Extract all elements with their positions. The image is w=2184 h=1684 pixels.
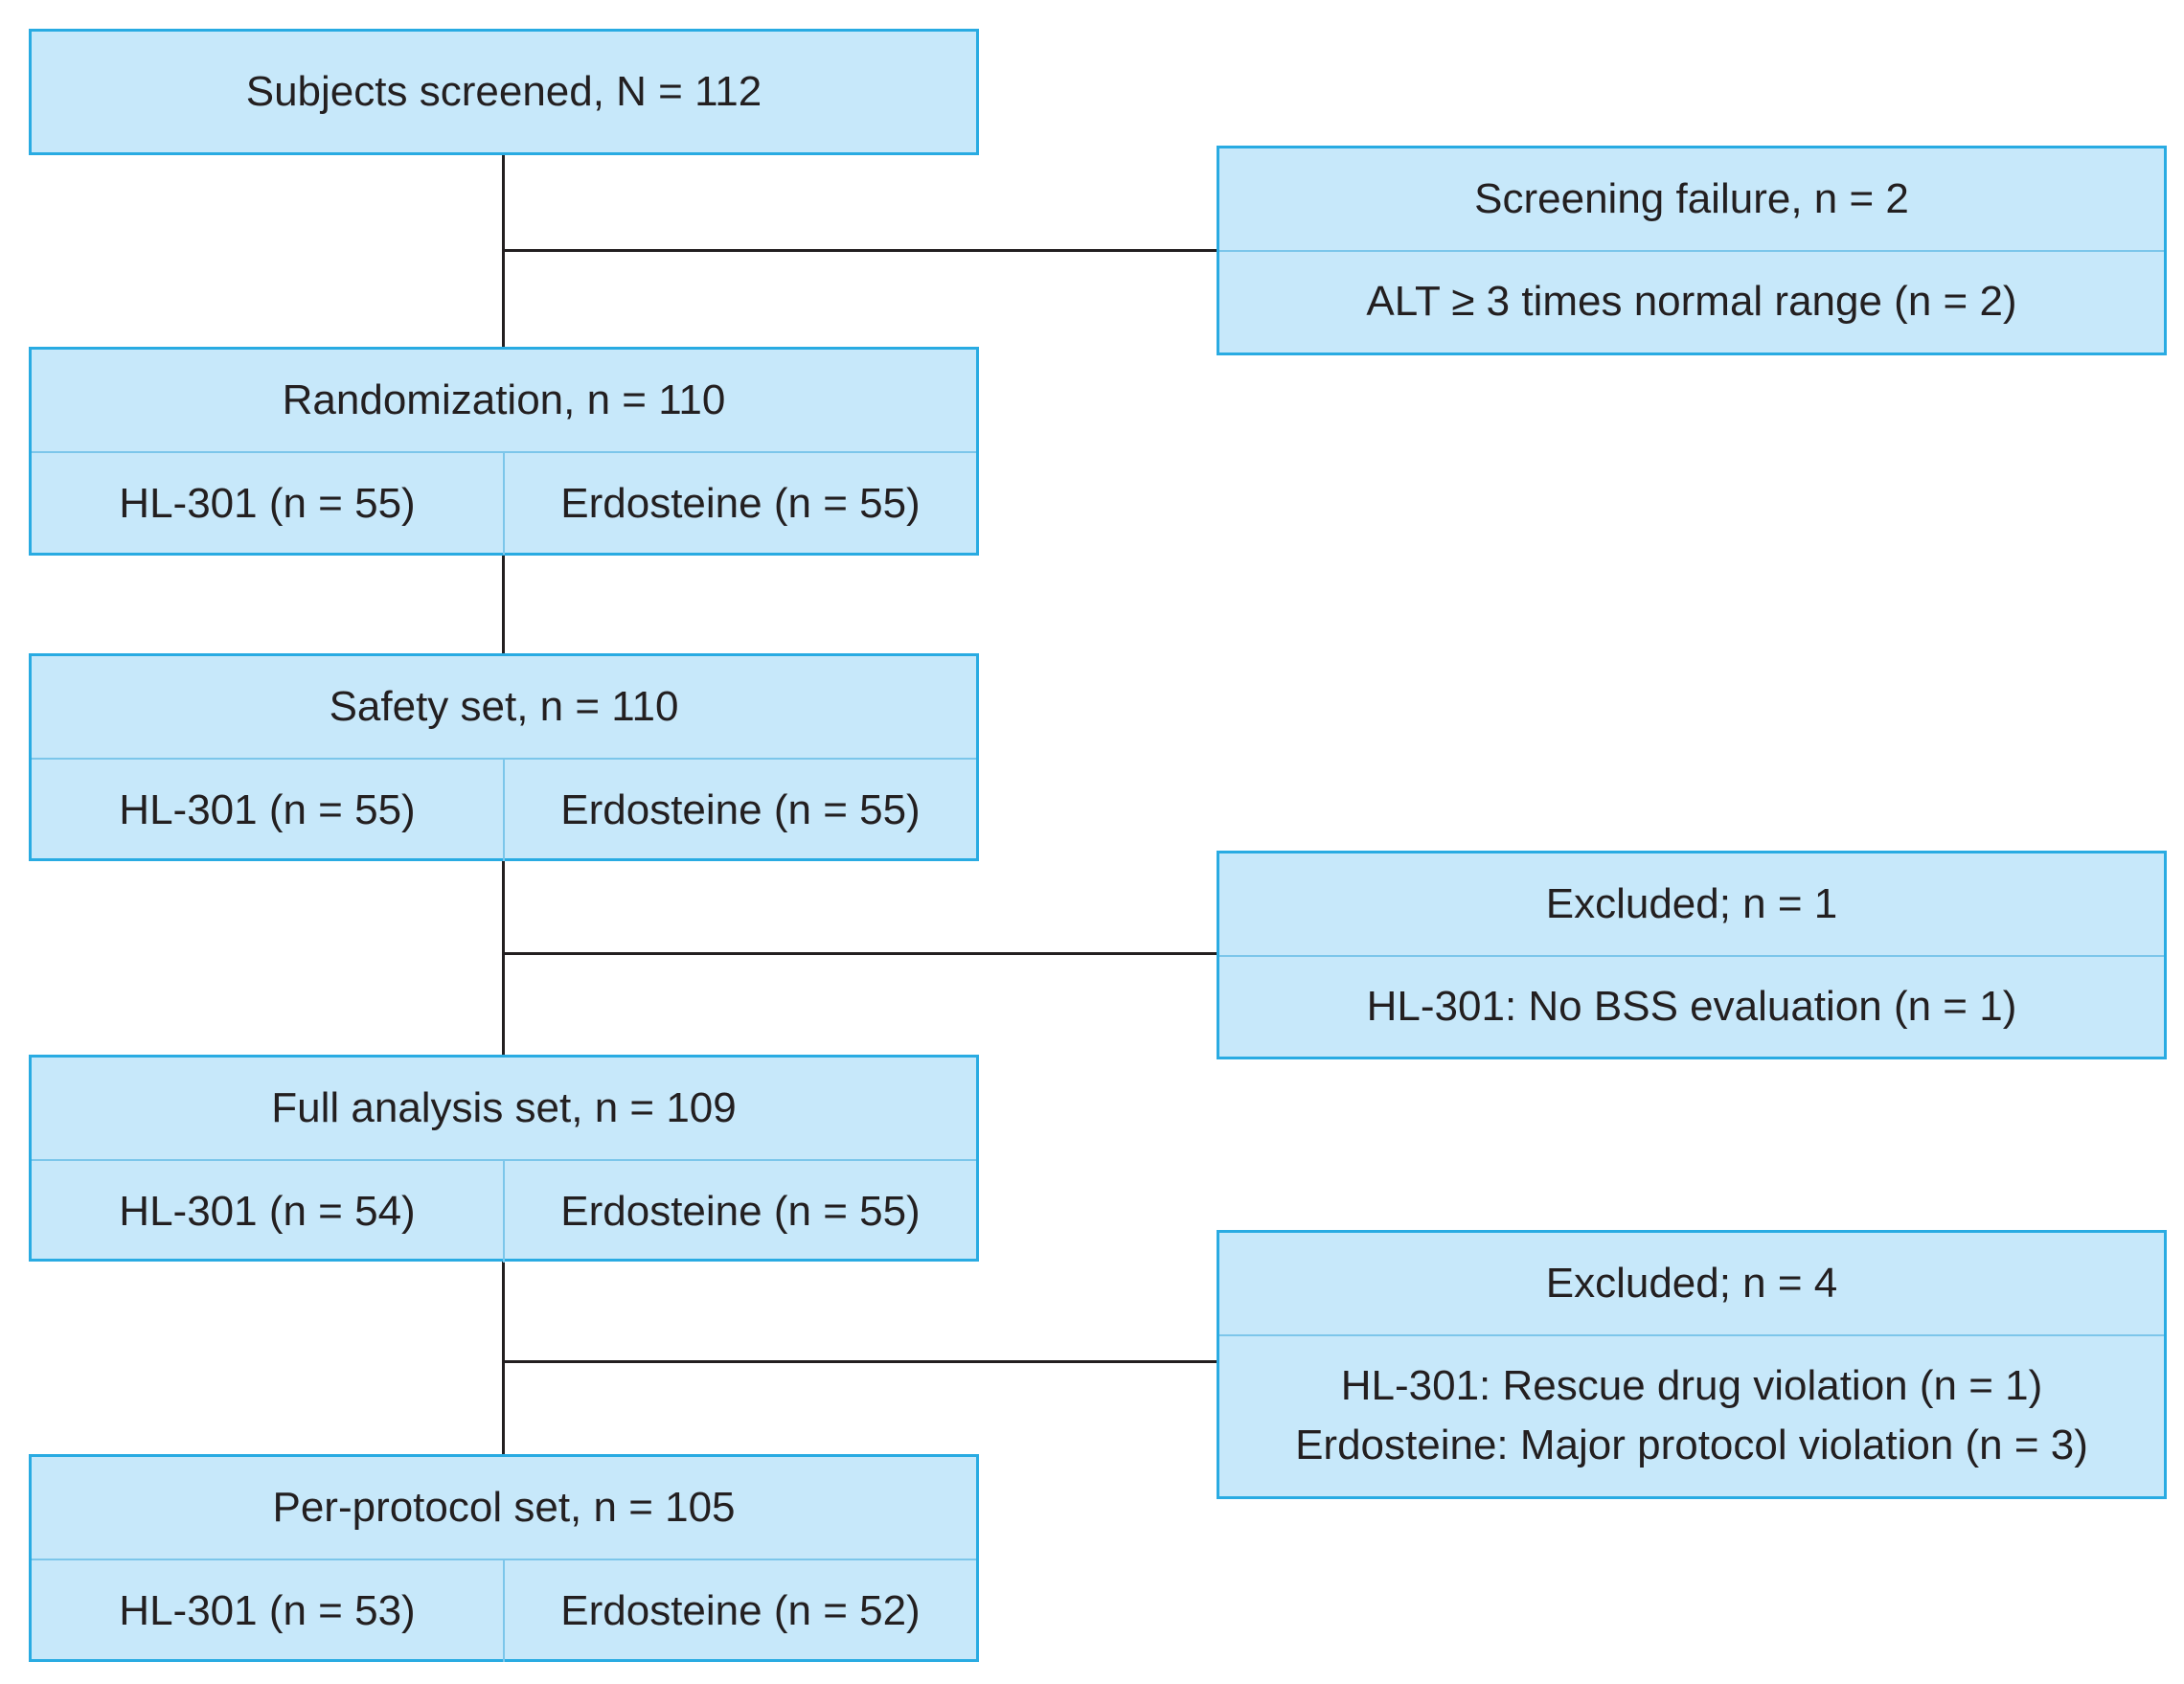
randomization-erdosteine: Erdosteine (n = 55) — [503, 453, 976, 555]
full-analysis-set-erdosteine: Erdosteine (n = 55) — [503, 1161, 976, 1263]
safety-set-hl301: HL-301 (n = 55) — [119, 786, 416, 833]
per-protocol-set-title: Per-protocol set, n = 105 — [272, 1484, 736, 1531]
safety-set-erdosteine: Erdosteine (n = 55) — [503, 760, 976, 861]
randomization-hl301: HL-301 (n = 55) — [119, 480, 416, 527]
excluded-1-title: Excluded; n = 1 — [1545, 880, 1838, 927]
screened-title: Subjects screened, N = 112 — [245, 68, 762, 115]
safety-set-title: Safety set, n = 110 — [329, 683, 679, 730]
randomization-title: Randomization, n = 110 — [282, 376, 726, 423]
full-analysis-set-hl301: HL-301 (n = 54) — [119, 1188, 416, 1235]
excluded-4-reason-erdosteine: Erdosteine: Major protocol violation (n … — [1295, 1422, 2088, 1468]
per-protocol-set-box: Per-protocol set, n = 105 HL-301 (n = 53… — [29, 1454, 979, 1662]
per-protocol-set-hl301: HL-301 (n = 53) — [119, 1587, 416, 1634]
connector-main-4 — [502, 1262, 505, 1454]
per-protocol-set-erdosteine: Erdosteine (n = 52) — [503, 1560, 976, 1662]
excluded-4-reasons: HL-301: Rescue drug violation (n = 1) Er… — [1219, 1334, 2164, 1495]
connector-branch-excluded-4 — [502, 1360, 1217, 1363]
full-analysis-set-title: Full analysis set, n = 109 — [271, 1084, 737, 1131]
screened-box: Subjects screened, N = 112 — [29, 29, 979, 155]
excluded-4-title: Excluded; n = 4 — [1545, 1260, 1838, 1307]
excluded-4-reason-hl301: HL-301: Rescue drug violation (n = 1) — [1340, 1362, 2043, 1409]
safety-set-box: Safety set, n = 110 HL-301 (n = 55) Erdo… — [29, 653, 979, 861]
connector-branch-screening-failure — [502, 249, 1217, 252]
connector-branch-excluded-1 — [502, 952, 1217, 955]
excluded-4-box: Excluded; n = 4 HL-301: Rescue drug viol… — [1217, 1230, 2167, 1499]
connector-main-2 — [502, 556, 505, 653]
excluded-1-reason: HL-301: No BSS evaluation (n = 1) — [1219, 955, 2164, 1057]
screening-failure-title: Screening failure, n = 2 — [1474, 175, 1909, 222]
screening-failure-reason: ALT ≥ 3 times normal range (n = 2) — [1219, 250, 2164, 352]
screening-failure-box: Screening failure, n = 2 ALT ≥ 3 times n… — [1217, 146, 2167, 355]
connector-main-3 — [502, 861, 505, 1055]
randomization-box: Randomization, n = 110 HL-301 (n = 55) E… — [29, 347, 979, 556]
excluded-1-box: Excluded; n = 1 HL-301: No BSS evaluatio… — [1217, 851, 2167, 1059]
full-analysis-set-box: Full analysis set, n = 109 HL-301 (n = 5… — [29, 1055, 979, 1263]
